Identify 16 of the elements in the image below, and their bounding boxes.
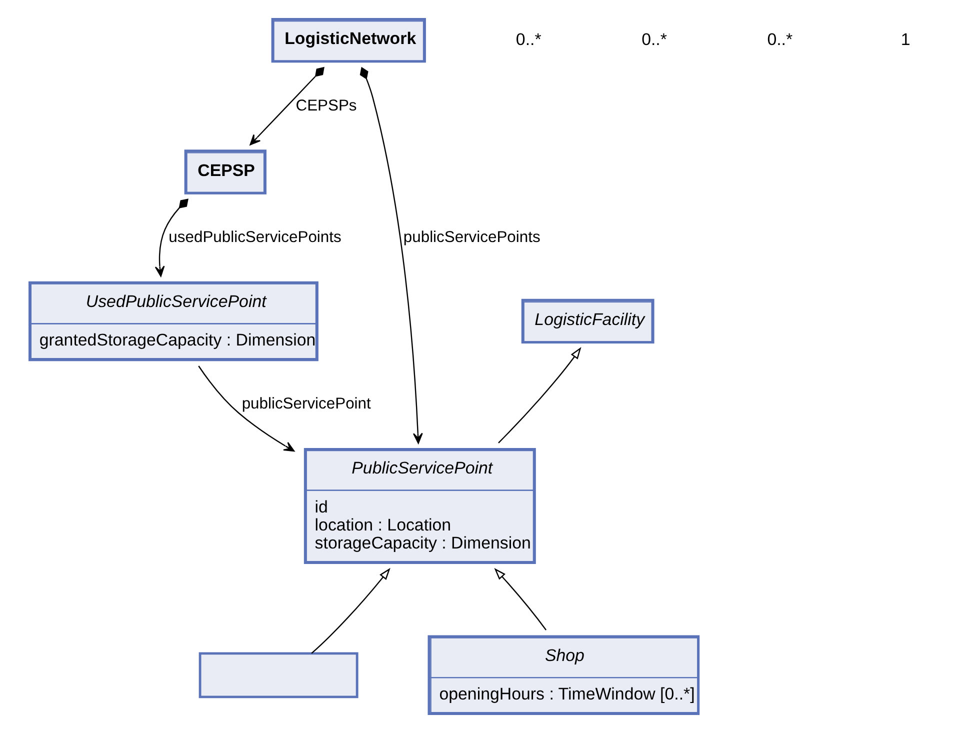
arrow xyxy=(498,347,582,444)
label: 1 xyxy=(900,30,910,49)
arrow xyxy=(494,568,547,630)
node-box xyxy=(198,652,358,698)
label: 0..* xyxy=(642,30,667,49)
label: 0..* xyxy=(767,30,793,49)
edge-label: publicServicePoints xyxy=(403,228,540,246)
arrow xyxy=(360,66,423,444)
edge-label: CEPSPs xyxy=(296,97,357,114)
edge-label: publicServicePoint xyxy=(242,396,371,413)
arrow xyxy=(250,66,324,146)
label: 0..* xyxy=(516,30,542,49)
arrow xyxy=(311,568,390,654)
edge-label: usedPublicServicePoints xyxy=(168,228,342,246)
arrow xyxy=(154,198,188,277)
arrow xyxy=(198,366,295,452)
